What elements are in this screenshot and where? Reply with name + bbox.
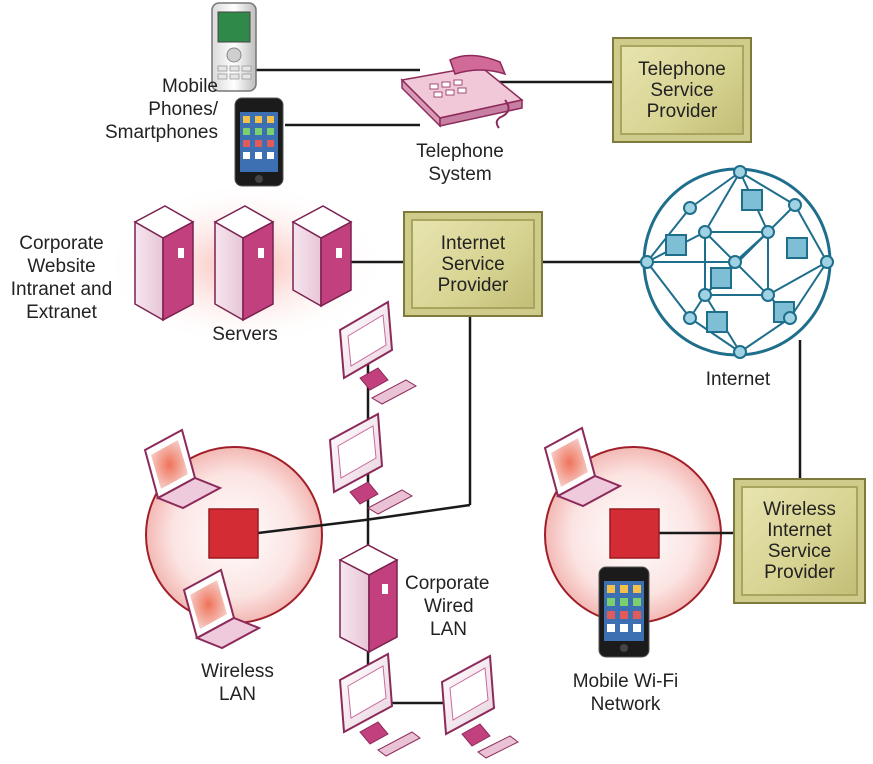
server-tower-3: [291, 205, 353, 308]
desktop-computer-2: [328, 412, 414, 515]
corporate-wired-lan-line-3: LAN: [430, 619, 467, 640]
servers-label: Servers: [212, 324, 278, 345]
isp-line-1: Internet: [440, 232, 506, 254]
corporate-website-line-3: Intranet and: [10, 279, 113, 300]
corporate-wired-lan-label: Corporate Wired LAN: [405, 572, 490, 641]
telephone-provider-line-1: Telephone: [638, 58, 726, 80]
wireless-isp-line-4: Provider: [764, 562, 835, 583]
internet-label: Internet: [705, 369, 771, 390]
wireless-access-point-2: [609, 508, 660, 559]
wireless-isp-line-3: Service: [767, 541, 832, 562]
corporate-website-line-1: Corporate: [19, 233, 104, 254]
wireless-access-point-1: [208, 508, 259, 559]
wireless-isp-line-1: Wireless: [763, 499, 836, 520]
internet-service-provider-box: Internet Service Provider: [403, 211, 543, 317]
laptop-icon-1: [143, 428, 223, 510]
corporate-wired-lan-line-1: Corporate: [405, 573, 490, 594]
mobile-phones-line-1: Mobile: [162, 76, 218, 97]
server-tower-2: [213, 205, 275, 322]
wireless-lan-line-1: Wireless: [201, 661, 274, 682]
server-tower-1: [133, 205, 195, 322]
desktop-computer-1: [338, 300, 418, 405]
wireless-lan-line-2: LAN: [219, 684, 256, 705]
laptop-icon-2: [182, 568, 262, 650]
internet-icon: [640, 165, 834, 359]
corporate-website-line-2: Website: [27, 256, 96, 277]
desktop-computer-4: [440, 654, 519, 759]
mobile-phones-line-2: Phones/: [148, 99, 218, 120]
corporate-wired-lan-line-2: Wired: [424, 596, 474, 617]
wifi-smartphone-icon: [598, 566, 650, 658]
corporate-website-label: Corporate Website Intranet and Extranet: [4, 232, 119, 324]
telephone-system-line-2: System: [428, 164, 492, 185]
mobile-phones-label: Mobile Phones/ Smartphones: [105, 75, 218, 144]
mobile-wifi-line-2: Network: [590, 694, 661, 715]
corporate-website-line-4: Extranet: [26, 302, 97, 323]
wireless-isp-line-2: Internet: [767, 520, 832, 541]
lan-server-icon: [338, 544, 399, 654]
telephone-provider-line-3: Provider: [646, 100, 718, 122]
wireless-lan-label: Wireless LAN: [180, 660, 295, 706]
mobile-wifi-line-1: Mobile Wi-Fi: [572, 671, 679, 692]
wireless-isp-box: Wireless Internet Service Provider: [733, 478, 866, 604]
isp-line-2: Service: [441, 253, 505, 275]
mobile-phone-icon: [211, 2, 257, 92]
telephone-service-provider-box: Telephone Service Provider: [612, 37, 752, 143]
desktop-computer-3: [338, 652, 421, 757]
mobile-phones-line-3: Smartphones: [104, 122, 218, 143]
smartphone-icon: [234, 97, 284, 187]
telephone-system-label: Telephone System: [405, 140, 515, 186]
telephone-system-line-1: Telephone: [416, 141, 504, 162]
mobile-wifi-label: Mobile Wi-Fi Network: [558, 670, 693, 716]
telephone-icon: [400, 54, 524, 129]
laptop-icon-3: [543, 426, 623, 508]
telephone-provider-line-2: Service: [650, 79, 714, 101]
isp-line-3: Provider: [437, 274, 509, 296]
